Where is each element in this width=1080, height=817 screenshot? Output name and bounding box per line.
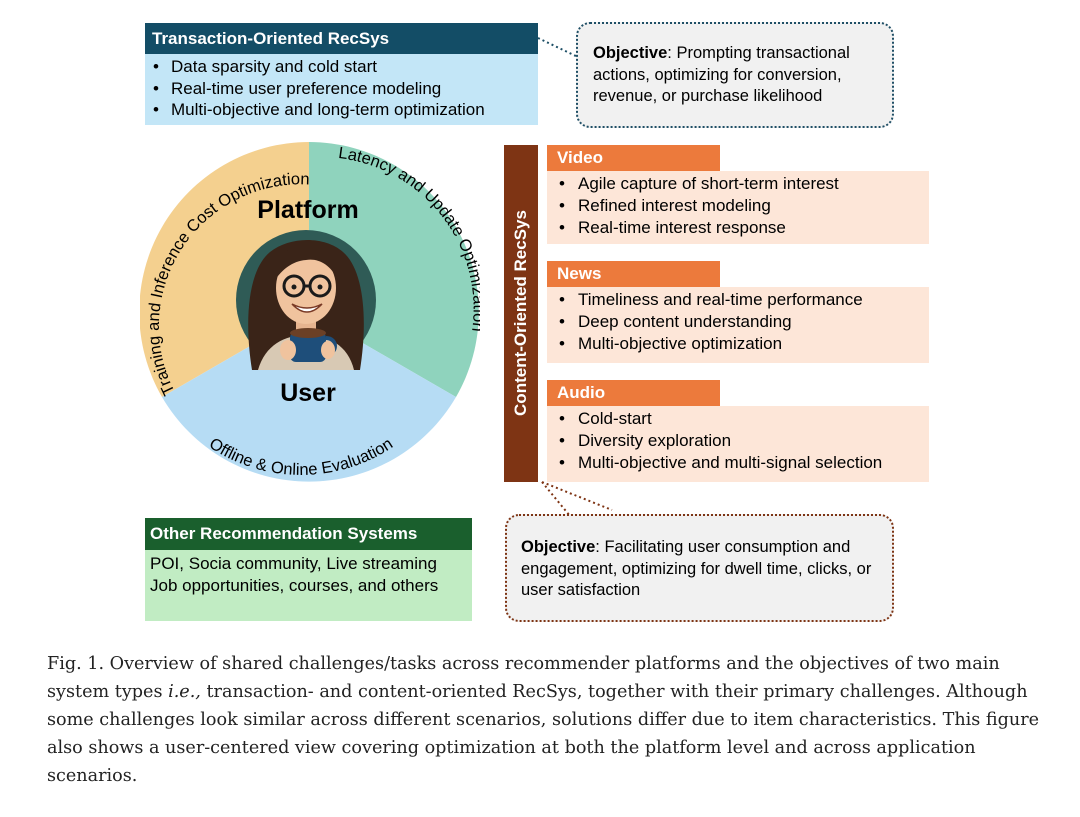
other-line: Job opportunities, courses, and others — [150, 575, 439, 595]
news-item: Multi-objective optimization — [547, 333, 929, 355]
objective-text: : Facilitating user consumption and enga… — [521, 538, 872, 600]
caption-line: some challenges look similar across diff… — [47, 710, 1040, 730]
avatar — [236, 230, 376, 370]
other-line: POI, Socia community, Live streaming — [150, 554, 437, 573]
content-side-bar: Content-Oriented RecSys — [504, 145, 538, 482]
caption-line: Fig. 1. Overview of shared challenges/ta… — [47, 654, 1000, 674]
audio-category-body: Cold-start Diversity exploration Multi-o… — [547, 406, 929, 482]
audio-item: Diversity exploration — [547, 430, 929, 452]
other-box-body: POI, Socia community, Live streaming Job… — [145, 550, 472, 621]
video-title: Video — [557, 148, 603, 167]
content-objective-bubble: Objective: Facilitating user consumption… — [505, 514, 894, 622]
caption-text: transaction- and content-oriented RecSys… — [200, 682, 1028, 702]
news-item: Timeliness and real-time performance — [547, 289, 929, 311]
news-category-header: News — [547, 261, 720, 287]
audio-item: Cold-start — [547, 408, 929, 430]
caption-line: also shows a user-centered view covering… — [47, 738, 976, 758]
caption-text: system types — [47, 682, 169, 702]
video-category-header: Video — [547, 145, 720, 171]
other-box-title: Other Recommendation Systems — [150, 524, 418, 543]
transaction-item: Real-time user preference modeling — [145, 78, 538, 100]
objective-label: Objective — [521, 538, 596, 556]
audio-category-header: Audio — [547, 380, 720, 406]
content-side-label: Content-Oriented RecSys — [511, 210, 530, 416]
news-category-body: Timeliness and real-time performance Dee… — [547, 287, 929, 363]
caption-ie: i.e., — [168, 682, 201, 702]
caption-line: scenarios. — [47, 766, 138, 786]
wheel-sector-bottom — [162, 312, 456, 482]
other-box-header: Other Recommendation Systems — [145, 518, 472, 550]
transaction-item: Data sparsity and cold start — [145, 56, 538, 78]
audio-title: Audio — [557, 383, 606, 402]
video-item: Agile capture of short-term interest — [547, 173, 929, 195]
transaction-objective-bubble: Objective: Prompting transactional actio… — [576, 22, 894, 128]
user-label: User — [280, 379, 336, 407]
transaction-box-header: Transaction-Oriented RecSys — [145, 23, 538, 54]
news-title: News — [557, 264, 602, 283]
transaction-box-title: Transaction-Oriented RecSys — [152, 29, 390, 48]
audio-item: Multi-objective and multi-signal selecti… — [547, 452, 929, 474]
video-item: Real-time interest response — [547, 217, 929, 239]
content-connector — [541, 481, 613, 517]
transaction-item: Multi-objective and long-term optimizati… — [145, 99, 538, 121]
objective-label: Objective — [593, 44, 668, 62]
video-item: Refined interest modeling — [547, 195, 929, 217]
news-item: Deep content understanding — [547, 311, 929, 333]
figure-caption: Fig. 1. Overview of shared challenges/ta… — [47, 650, 1047, 790]
objective-text: : Prompting transactional actions, optim… — [593, 44, 850, 106]
caption-line: system types i.e., transaction- and cont… — [47, 678, 1047, 706]
transaction-box-body: Data sparsity and cold start Real-time u… — [145, 54, 538, 125]
platform-user-wheel: Training and Inference Cost Optimization… — [140, 142, 480, 482]
video-category-body: Agile capture of short-term interest Ref… — [547, 171, 929, 244]
platform-label: Platform — [257, 196, 358, 224]
